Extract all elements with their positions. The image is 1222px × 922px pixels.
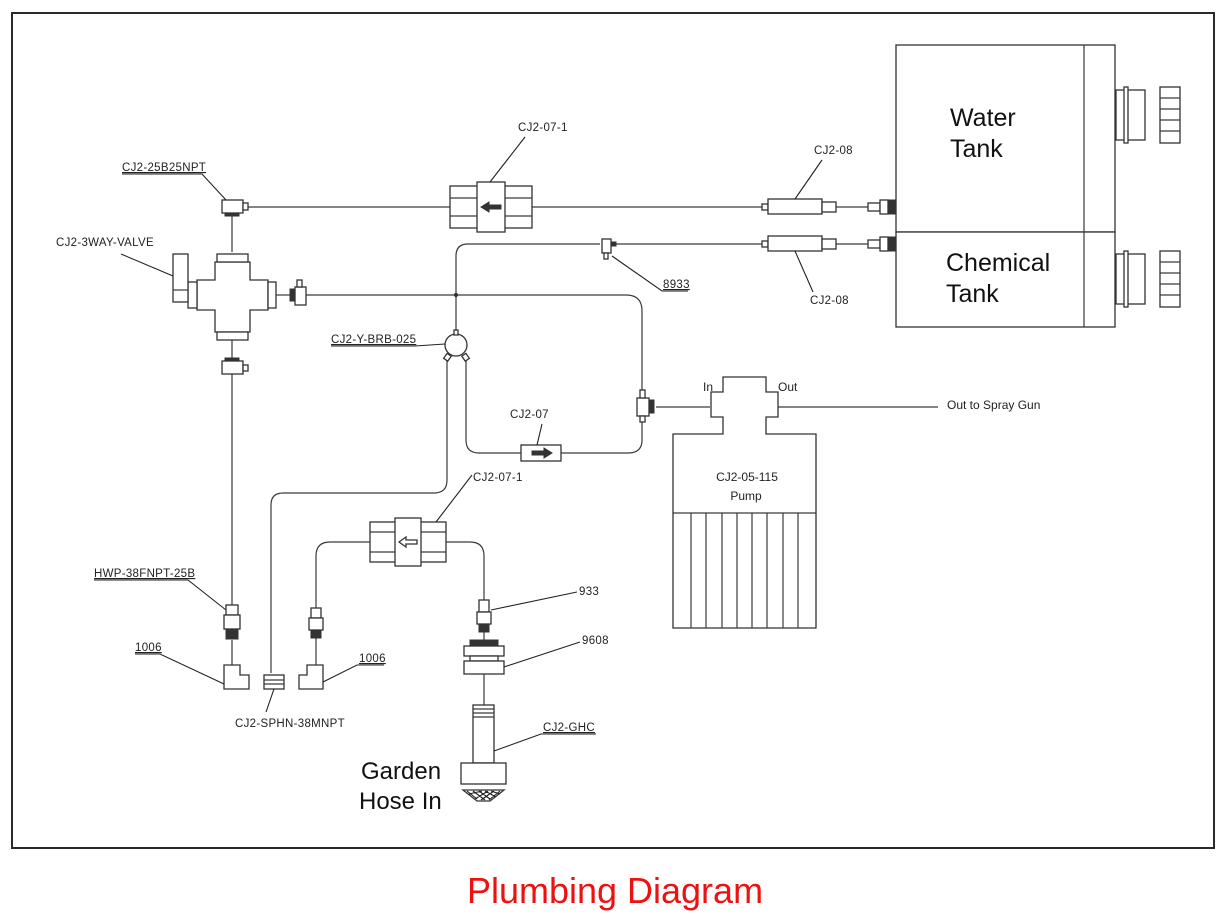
pipe-chemical-line bbox=[455, 243, 600, 325]
pump-name-label: Pump bbox=[730, 489, 762, 503]
pipes bbox=[231, 206, 938, 705]
elbow-left bbox=[223, 664, 250, 690]
pump: CJ2-05-115 Pump In Out bbox=[672, 376, 817, 629]
water-tank-label-2: Tank bbox=[950, 135, 1003, 163]
label-barb-933: 933 bbox=[579, 586, 599, 598]
label-check-valve-bottom: CJ2-07-1 bbox=[473, 472, 523, 484]
garden-hose-label-1: Garden bbox=[361, 758, 441, 785]
label-three-way-valve: CJ2-3WAY-VALVE bbox=[56, 237, 154, 249]
label-filter-chemical: CJ2-08 bbox=[810, 295, 849, 307]
pipe-junction bbox=[453, 292, 459, 298]
pump-inlet-tee bbox=[636, 389, 655, 423]
siphon-fitting bbox=[263, 674, 285, 690]
label-check-valve-top: CJ2-07-1 bbox=[518, 122, 568, 134]
label-check-valve-loop: CJ2-07 bbox=[510, 409, 549, 421]
valve-handle bbox=[172, 253, 189, 303]
pipe-inlet-loop bbox=[315, 541, 370, 608]
water-tank-label-1: Water bbox=[950, 104, 1016, 132]
garden-hose-connector bbox=[460, 704, 507, 802]
filter-water bbox=[761, 198, 837, 215]
diagram-title: Plumbing Diagram bbox=[467, 870, 763, 911]
check-valve-bottom bbox=[369, 517, 447, 567]
label-bulkhead: 9608 bbox=[582, 635, 609, 647]
pump-inlet-label: In bbox=[703, 380, 713, 394]
chemical-tank-label-1: Chemical bbox=[946, 249, 1050, 277]
barb-fitting-mid bbox=[308, 607, 324, 639]
check-valve-loop bbox=[520, 444, 562, 462]
label-hose-adapter: HWP-38FNPT-25B bbox=[94, 568, 195, 580]
chemical-tank bbox=[895, 231, 1116, 328]
tee-fitting-top bbox=[221, 199, 249, 217]
chemical-tank-label-2: Tank bbox=[946, 280, 999, 308]
label-elbow-left: 1006 bbox=[135, 642, 162, 654]
elbow-right bbox=[298, 664, 324, 690]
hose-adapter bbox=[223, 604, 241, 640]
label-garden-hose-connector: CJ2-GHC bbox=[543, 722, 595, 734]
diagram-frame bbox=[11, 12, 1215, 849]
water-tank-fitting bbox=[867, 199, 896, 215]
check-valve-top bbox=[449, 181, 533, 233]
tee-fitting-lower bbox=[221, 357, 249, 375]
flow-arrow-left-icon bbox=[480, 201, 502, 213]
pipe-siphon-line bbox=[270, 358, 448, 673]
filter-chemical bbox=[761, 235, 837, 252]
garden-hose-label-2: Hose In bbox=[359, 788, 442, 815]
water-tank bbox=[895, 44, 1116, 233]
water-tank-cap bbox=[1115, 86, 1181, 144]
pipe-loop bbox=[465, 358, 521, 454]
label-filter-water: CJ2-08 bbox=[814, 145, 853, 157]
chemical-tank-cap bbox=[1115, 250, 1181, 308]
three-way-valve bbox=[172, 253, 277, 341]
spray-gun-label: Out to Spray Gun bbox=[947, 398, 1040, 412]
chemical-tank-fitting bbox=[867, 236, 896, 252]
pump-part-label: CJ2-05-115 bbox=[716, 470, 778, 484]
tank-assembly: Water Tank Chemical Tank bbox=[867, 44, 1181, 328]
label-tee-top: CJ2-25B25NPT bbox=[122, 162, 206, 174]
label-y-barb: CJ2-Y-BRB-025 bbox=[331, 334, 416, 346]
pipe-valve-to-pump bbox=[306, 294, 643, 390]
label-tee-8933: 8933 bbox=[663, 279, 690, 291]
pump-outlet-label: Out bbox=[778, 380, 798, 394]
label-siphon: CJ2-SPHN-38MNPT bbox=[235, 718, 345, 730]
tee-8933 bbox=[601, 238, 617, 260]
bulkhead-9608 bbox=[463, 639, 505, 675]
flow-arrow-left-outline-icon bbox=[397, 535, 418, 549]
barb-933 bbox=[476, 599, 492, 633]
part-labels: CJ2-25B25NPT CJ2-3WAY-VALVE CJ2-07-1 CJ2… bbox=[56, 122, 853, 752]
label-elbow-right: 1006 bbox=[359, 653, 386, 665]
y-barb-fitting bbox=[442, 325, 471, 363]
valve-right-barb bbox=[276, 279, 307, 306]
flow-arrow-right-icon bbox=[531, 447, 553, 459]
